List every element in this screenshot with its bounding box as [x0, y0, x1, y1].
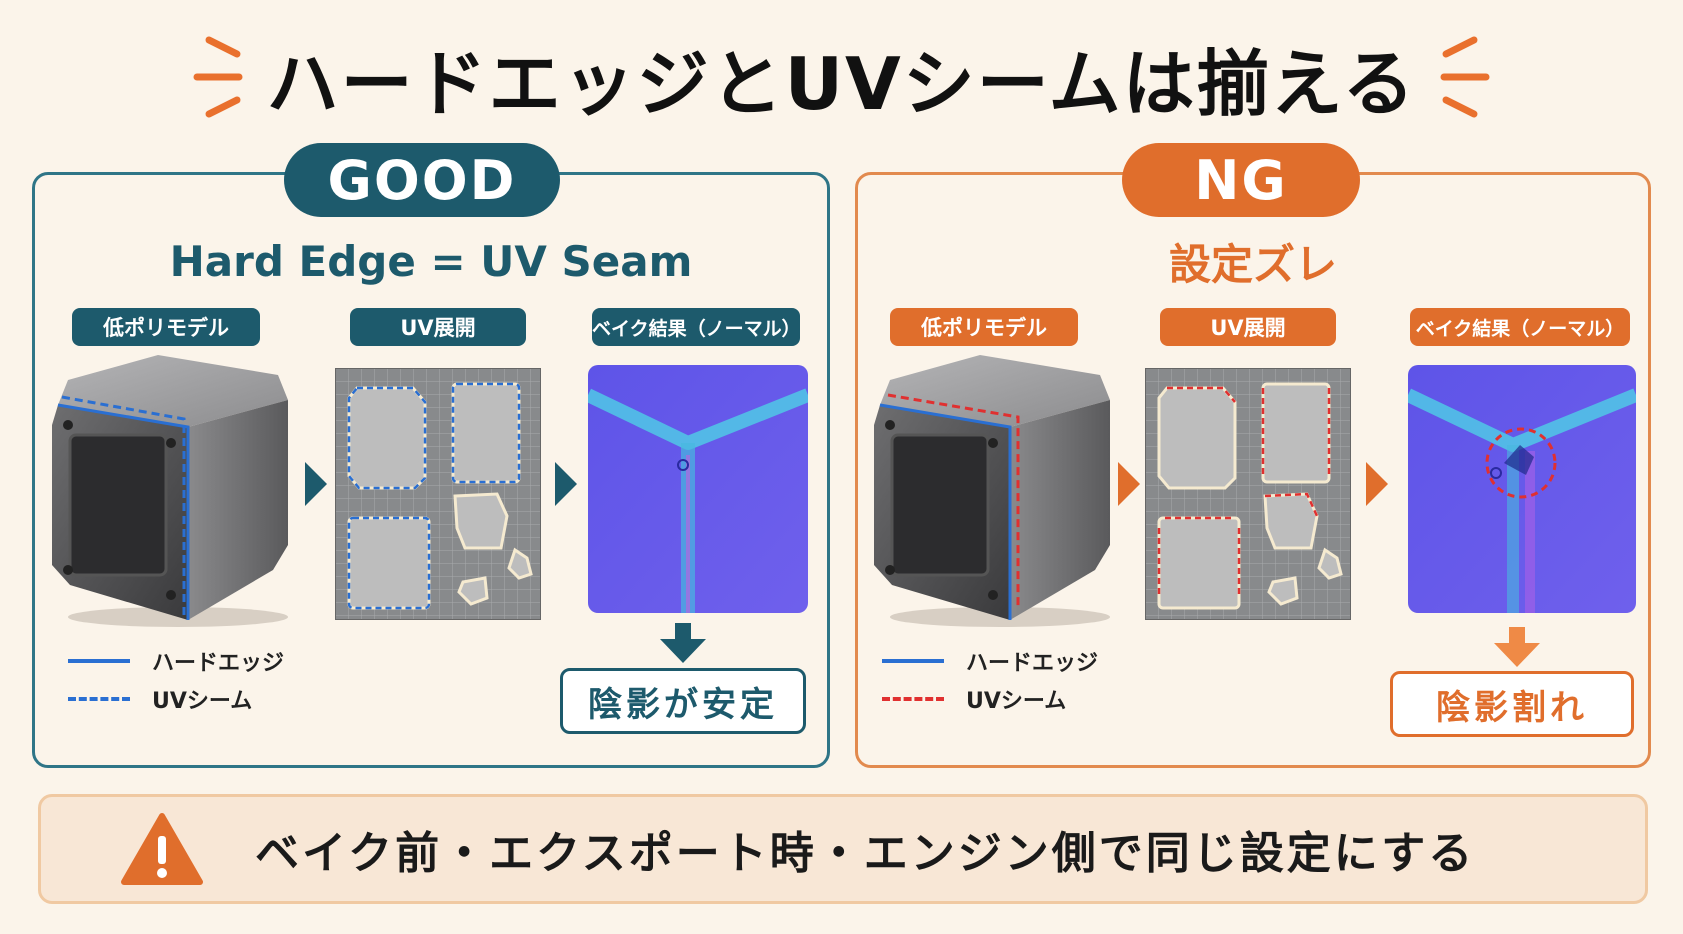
ng-arrow-1-icon	[1118, 462, 1140, 506]
good-step-bake-tag: ベイク結果（ノーマル）	[592, 308, 801, 346]
ng-lowpoly-cube	[874, 355, 1110, 627]
title-row: ハードエッジとUVシームは揃える	[0, 22, 1683, 132]
good-badge: GOOD	[284, 143, 560, 217]
right-spark-icon	[1440, 36, 1490, 118]
ng-legend-hard-label: ハードエッジ	[966, 651, 1099, 676]
footer-message: ベイク前・エクスポート時・エンジン側で同じ設定にする	[255, 828, 1476, 879]
page-title: ハードエッジとUVシームは揃える	[266, 41, 1417, 126]
ng-step-bake-tag: ベイク結果（ノーマル）	[1410, 308, 1630, 346]
good-legend-seam-label: UVシーム	[152, 689, 253, 714]
good-legend-uv-seam: UVシーム	[68, 683, 252, 715]
ng-step-lowpoly-tag: 低ポリモデル	[890, 308, 1078, 346]
ng-result-box: 陰影割れ	[1390, 671, 1634, 737]
good-arrow-1-icon	[305, 462, 327, 506]
footer-note: ベイク前・エクスポート時・エンジン側で同じ設定にする	[38, 794, 1648, 904]
ng-subtitle: 設定ズレ	[1168, 239, 1337, 289]
good-uv-layout	[335, 368, 541, 620]
left-spark-icon	[193, 36, 243, 118]
good-down-arrow-icon	[660, 623, 706, 663]
ng-arrow-2-icon	[1366, 462, 1388, 506]
uv-seam-red-dashed-line-icon	[882, 697, 944, 701]
good-legend-hard-label: ハードエッジ	[152, 651, 285, 676]
ng-badge: NG	[1122, 143, 1360, 217]
ng-uv-layout	[1145, 368, 1351, 620]
good-step-lowpoly-tag: 低ポリモデル	[72, 308, 260, 346]
ng-step-uv-tag: UV展開	[1160, 308, 1336, 346]
ng-normal-map	[1408, 365, 1636, 613]
ng-legend-uv-seam: UVシーム	[882, 683, 1066, 715]
hard-edge-line-icon	[68, 659, 130, 663]
uv-seam-dashed-line-icon	[68, 697, 130, 701]
good-result-box: 陰影が安定	[560, 668, 806, 734]
good-step-uv-tag: UV展開	[350, 308, 526, 346]
warning-icon	[121, 813, 203, 885]
ng-legend-hard-edge: ハードエッジ	[882, 645, 1098, 677]
good-arrow-2-icon	[555, 462, 577, 506]
good-normal-map	[588, 365, 808, 613]
hard-edge-line-icon	[882, 659, 944, 663]
good-subtitle: Hard Edge = UV Seam	[169, 236, 693, 286]
ng-legend-seam-label: UVシーム	[966, 689, 1067, 714]
good-legend-hard-edge: ハードエッジ	[68, 645, 284, 677]
ng-down-arrow-icon	[1494, 627, 1540, 667]
good-lowpoly-cube	[52, 355, 288, 627]
